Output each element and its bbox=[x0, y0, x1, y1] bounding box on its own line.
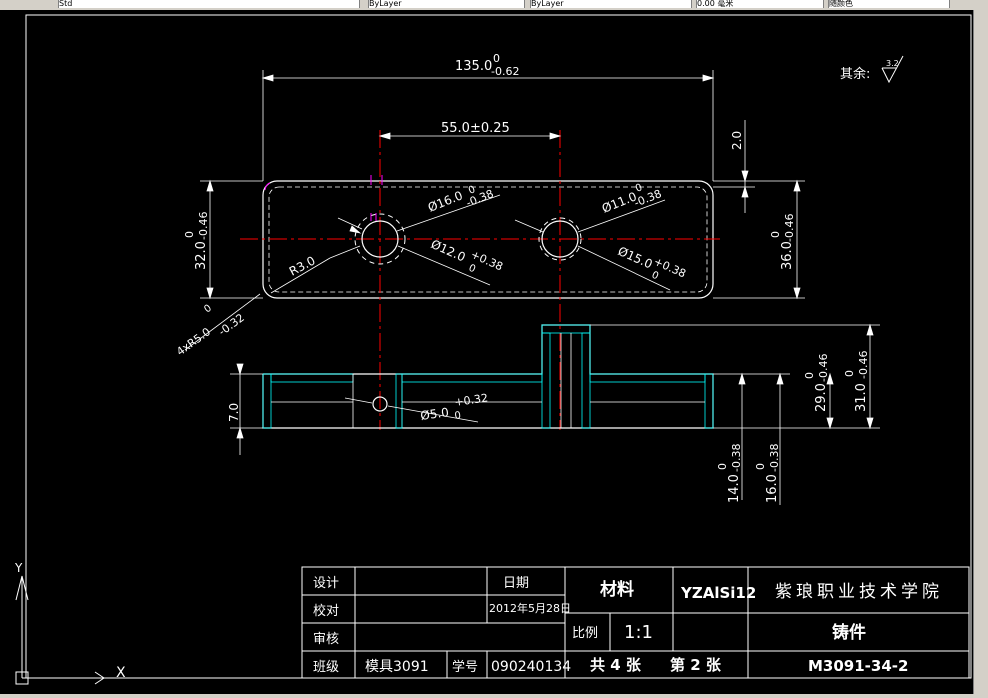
tb-design: 设计 bbox=[313, 576, 339, 591]
hole1-bore bbox=[361, 220, 399, 258]
pin-hole bbox=[372, 396, 388, 412]
roughness-note: 其余: 3.2 bbox=[840, 55, 904, 84]
svg-text:-0.46: -0.46 bbox=[197, 212, 210, 240]
svg-text:0: 0 bbox=[467, 263, 477, 276]
tb-scale-value: 1:1 bbox=[624, 622, 653, 643]
toolbar: Std ByLayer ByLayer 0.00 毫米 随颜色 bbox=[0, 0, 988, 10]
svg-text:-0.46: -0.46 bbox=[857, 351, 870, 379]
hole1-counterbore bbox=[354, 213, 406, 265]
vertical-scrollbar[interactable] bbox=[973, 10, 988, 694]
title-block-text: 设计 校对 审核 班级 模具3091 学号 090240134 日期 2012年… bbox=[313, 576, 943, 675]
section-dim-text: 7.0 Ø5.0 +0.32 0 29.0 0 -0.46 31.0 0 -0.… bbox=[227, 351, 870, 503]
ucs-y-label: Y bbox=[14, 561, 23, 575]
section-view bbox=[262, 324, 714, 429]
hole2-counterbore bbox=[538, 217, 582, 261]
svg-text:0: 0 bbox=[843, 370, 856, 377]
tb-drawing-no: M3091-34-2 bbox=[808, 657, 908, 675]
tb-scale-label: 比例 bbox=[572, 626, 598, 641]
svg-text:0: 0 bbox=[454, 410, 462, 422]
tb-sheets: 共 4 张 bbox=[590, 656, 642, 674]
layer-combo-2[interactable]: ByLayer bbox=[530, 0, 692, 8]
svg-text:-0.38: -0.38 bbox=[768, 444, 781, 472]
svg-text:0: 0 bbox=[754, 463, 767, 470]
tb-material-label: 材料 bbox=[600, 579, 634, 600]
tb-date-label: 日期 bbox=[503, 576, 529, 591]
style-combo[interactable]: Std bbox=[58, 0, 360, 8]
wall-hatch-left bbox=[262, 373, 272, 429]
svg-text:0: 0 bbox=[202, 303, 214, 316]
svg-text:0: 0 bbox=[716, 463, 729, 470]
tb-student-no: 090240134 bbox=[491, 659, 571, 675]
dim-hole2-bore: Ø15.0 bbox=[616, 244, 655, 272]
svg-text:0: 0 bbox=[493, 52, 500, 65]
svg-text:-0.46: -0.46 bbox=[817, 354, 830, 382]
roughness-label: 其余: bbox=[840, 66, 870, 82]
layer-combo-1[interactable]: ByLayer bbox=[368, 0, 525, 8]
tb-material-value: YZAlSi12 bbox=[680, 584, 756, 602]
roughness-value: 3.2 bbox=[886, 59, 899, 68]
tb-class-value: 模具3091 bbox=[365, 659, 429, 675]
svg-text:0: 0 bbox=[650, 270, 660, 283]
drawing-viewport[interactable]: 135.0 0 -0.62 55.0±0.25 2.0 32.0 0 -0.46… bbox=[0, 10, 973, 694]
drawing-border bbox=[25, 14, 972, 679]
dim-height-14: 14.0 bbox=[727, 474, 742, 503]
svg-text:0: 0 bbox=[467, 184, 477, 197]
hole2-bore bbox=[541, 220, 579, 258]
section-outline bbox=[262, 324, 714, 429]
tb-sheet-no: 第 2 张 bbox=[670, 656, 722, 674]
color-combo[interactable]: 随颜色 bbox=[828, 0, 950, 8]
svg-text:0: 0 bbox=[803, 372, 816, 379]
section-dimensions bbox=[230, 323, 880, 505]
top-view bbox=[240, 130, 720, 430]
roughness-icon bbox=[881, 55, 904, 84]
svg-text:-0.62: -0.62 bbox=[491, 65, 519, 78]
dim-hole1-bore: Ø12.0 bbox=[429, 237, 468, 265]
svg-text:+0.32: +0.32 bbox=[454, 391, 489, 409]
dim-top-offset: 2.0 bbox=[730, 131, 744, 150]
dim-height-16: 16.0 bbox=[765, 474, 780, 503]
ucs-x-label: X bbox=[116, 665, 126, 681]
title-block bbox=[301, 566, 970, 679]
ucs-icon bbox=[15, 575, 105, 685]
svg-text:0: 0 bbox=[634, 182, 644, 195]
tb-part-name: 铸件 bbox=[832, 622, 866, 643]
top-dimensions bbox=[184, 70, 805, 351]
tb-review: 审核 bbox=[313, 632, 339, 647]
dim-hole-spacing: 55.0±0.25 bbox=[441, 121, 510, 136]
svg-text:0: 0 bbox=[769, 231, 782, 238]
top-dim-text: 135.0 0 -0.62 55.0±0.25 2.0 32.0 0 -0.46… bbox=[174, 52, 796, 358]
dim-hole1-counterbore: Ø16.0 bbox=[426, 188, 465, 215]
dim-height-29: 29.0 bbox=[814, 383, 829, 412]
lineweight-combo[interactable]: 0.00 毫米 bbox=[696, 0, 824, 8]
svg-text:-0.46: -0.46 bbox=[783, 214, 796, 242]
tb-check: 校对 bbox=[313, 603, 339, 619]
dim-corner-radius: 4xR5.0 bbox=[174, 325, 213, 358]
tb-school: 紫琅职业技术学院 bbox=[775, 582, 943, 602]
dim-height-31: 31.0 bbox=[854, 383, 869, 412]
wall-hatch-right bbox=[704, 373, 714, 429]
dim-right-height: 36.0 bbox=[780, 241, 795, 270]
command-line[interactable] bbox=[0, 694, 988, 698]
dim-wall: 7.0 bbox=[227, 403, 241, 422]
cad-drawing: 135.0 0 -0.62 55.0±0.25 2.0 32.0 0 -0.46… bbox=[14, 14, 972, 685]
dim-overall-length: 135.0 bbox=[455, 59, 492, 74]
dim-pin-hole: Ø5.0 bbox=[419, 405, 449, 423]
svg-text:0: 0 bbox=[183, 231, 196, 238]
tb-date-value: 2012年5月28日 bbox=[489, 601, 571, 615]
tb-student-no-label: 学号 bbox=[452, 659, 478, 675]
dim-left-height: 32.0 bbox=[194, 241, 209, 270]
tb-class-label: 班级 bbox=[313, 660, 339, 675]
svg-text:-0.38: -0.38 bbox=[730, 444, 743, 472]
